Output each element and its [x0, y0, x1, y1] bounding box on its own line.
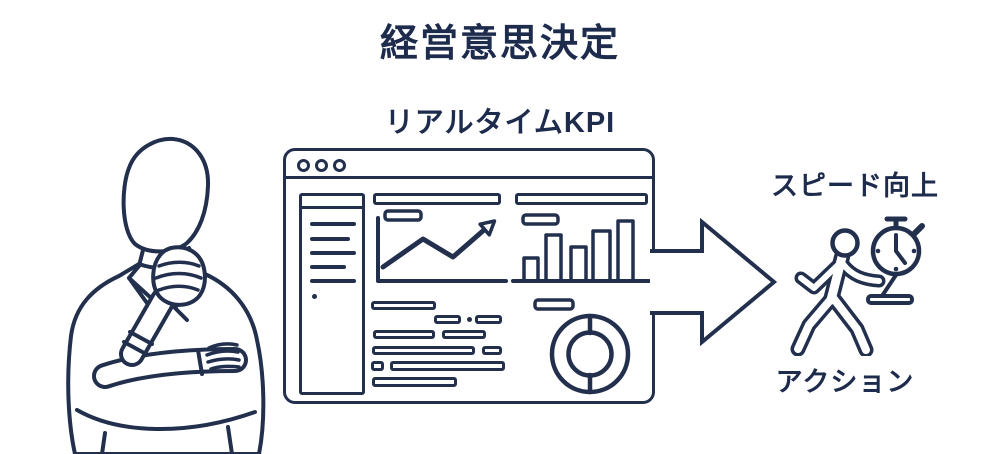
sidebar-menu-line	[310, 265, 346, 269]
sidebar-menu-line	[310, 237, 350, 241]
content-header-bar	[515, 193, 648, 205]
speed-label: スピード向上	[771, 171, 939, 201]
page-title: 経営意思決定	[379, 23, 620, 65]
text-placeholder-dot	[467, 317, 472, 322]
text-placeholder-line	[373, 330, 435, 339]
action-icon	[790, 216, 925, 356]
person-head	[121, 136, 211, 254]
text-placeholder-line	[482, 346, 502, 355]
line-chart-axes	[376, 216, 508, 283]
laptop-icon	[866, 273, 914, 305]
donut-chart-icon	[533, 298, 631, 395]
line-chart-icon	[376, 209, 508, 283]
donut-inner-ring	[566, 330, 614, 378]
window-control-dot	[315, 159, 328, 172]
text-placeholder-line	[390, 361, 505, 371]
kpi-window-label: リアルタイムKPI	[384, 107, 616, 139]
bar	[544, 233, 563, 283]
action-label: アクション	[775, 367, 915, 397]
line-chart-arrowhead	[478, 219, 497, 237]
person-jacket-hem	[75, 408, 257, 431]
bar-chart-icon	[511, 213, 651, 283]
text-placeholder-line	[442, 330, 486, 339]
bar	[569, 245, 588, 283]
person-finger-hatches	[205, 342, 241, 371]
person-legs	[100, 425, 234, 454]
donut-chart-label-bar	[533, 298, 575, 311]
text-placeholder-line	[371, 361, 384, 371]
text-placeholder-line	[475, 315, 502, 324]
line-chart-label-bar	[383, 209, 423, 222]
sidebar-menu-line	[310, 251, 356, 255]
text-placeholder-line	[371, 301, 436, 310]
kpi-dashboard-window	[283, 148, 655, 404]
bar	[591, 229, 612, 283]
window-control-dot	[333, 159, 346, 172]
person-raised-arm-fill	[123, 291, 172, 363]
flow-arrow-icon	[650, 217, 778, 347]
text-placeholder-line	[434, 315, 461, 324]
content-header-bar	[373, 193, 501, 205]
person-hand	[151, 245, 207, 307]
person-hand-fingers	[154, 260, 203, 292]
window-control-dot	[297, 159, 310, 172]
line-chart-line	[380, 227, 487, 270]
running-person-icon	[790, 228, 886, 356]
sidebar-dot	[312, 294, 317, 299]
bar	[522, 256, 540, 283]
sidebar-menu-line	[310, 279, 356, 283]
sidebar	[299, 193, 365, 395]
text-placeholder-line	[372, 377, 457, 387]
text-placeholder-line	[372, 346, 475, 355]
window-titlebar	[286, 151, 652, 179]
sidebar-header	[302, 196, 362, 209]
thinking-businessman-icon	[66, 136, 266, 454]
bar	[616, 219, 635, 283]
bar-chart-label-bar	[521, 213, 560, 226]
person-cuff-lines	[122, 330, 204, 376]
stopwatch-icon	[870, 216, 925, 277]
sidebar-menu-line	[310, 222, 356, 226]
